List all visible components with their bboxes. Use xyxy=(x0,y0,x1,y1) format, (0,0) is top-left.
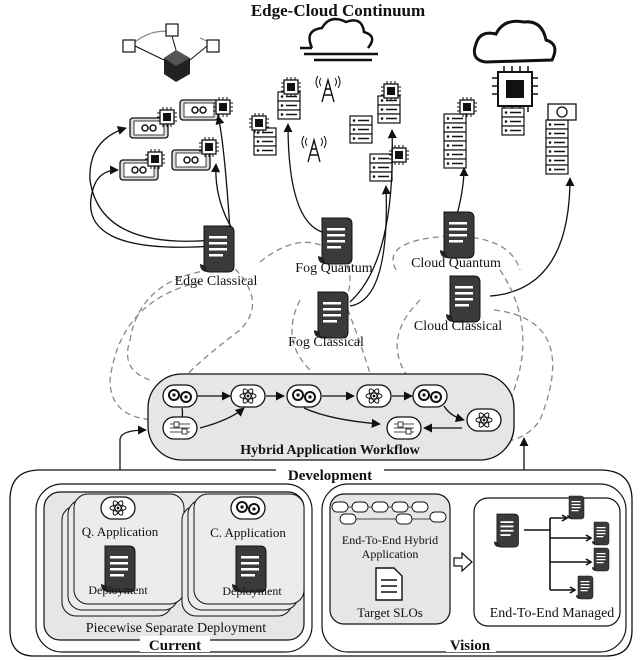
fog-server-icon xyxy=(277,91,301,120)
cloud-server-icon xyxy=(443,113,467,169)
managed-card xyxy=(473,495,621,627)
cloud-quantum-doc-icon xyxy=(439,211,475,259)
fog-server-icon xyxy=(377,95,401,124)
fog-quantum-arrows xyxy=(283,123,323,233)
cloud-quantum-label: Cloud Quantum xyxy=(411,256,501,271)
cloud-gpu-icon xyxy=(547,103,577,121)
target-slos-label: Target SLOs xyxy=(357,605,423,620)
cloud-classical-doc-icon xyxy=(445,275,481,323)
quantum-app-card xyxy=(61,493,185,617)
fog-quantum-doc-icon xyxy=(317,217,353,265)
current-label: Current xyxy=(149,638,201,654)
workflow-node-quantum xyxy=(230,384,266,408)
cloud-icon xyxy=(472,19,557,64)
edge-iot-cluster-icon xyxy=(122,23,220,82)
fog-server-icon xyxy=(369,153,393,182)
cloud-quantum-chip-icon xyxy=(456,96,478,118)
workflow-node-classical xyxy=(412,384,448,408)
c-deployment-label: Deployment xyxy=(222,584,282,598)
fog-classical-label: Fog Classical xyxy=(288,335,364,350)
edge-chip-icon xyxy=(144,148,166,170)
end-to-end-managed-label: End-To-End Managed xyxy=(490,606,615,621)
cloud-cpu-icon xyxy=(492,66,538,112)
edge-phone-icon xyxy=(179,99,219,121)
fog-server-icon xyxy=(253,127,277,156)
development-label: Development xyxy=(288,468,372,484)
edge-classical-doc-icon xyxy=(199,225,235,273)
cloud-classical-arrow xyxy=(489,177,575,297)
fog-quantum-label: Fog Quantum xyxy=(295,261,373,276)
workflow-node-classical xyxy=(162,384,198,408)
fog-chip-icon xyxy=(380,80,402,102)
workflow-node-circuit xyxy=(162,416,198,440)
cloud-server-icon xyxy=(545,119,569,175)
development-to-workflow-arrows xyxy=(119,425,529,470)
workflow-node-quantum xyxy=(356,384,392,408)
edge-chip-icon xyxy=(156,106,178,128)
fog-chip-icon xyxy=(248,112,270,134)
hybrid-app-label-line1: End-To-End Hybrid xyxy=(342,533,438,547)
workflow-node-circuit xyxy=(386,416,422,440)
fog-classical-arrows xyxy=(349,129,397,307)
classical-app-card xyxy=(181,493,305,617)
c-application-label: C. Application xyxy=(210,525,286,540)
cloud-classical-label: Cloud Classical xyxy=(414,319,502,334)
hybrid-app-card xyxy=(329,493,451,625)
fog-chip-icon xyxy=(280,76,302,98)
fog-cloud-icon xyxy=(300,17,378,62)
fog-tower-icon xyxy=(315,75,341,103)
vision-label: Vision xyxy=(450,638,491,654)
workflow-node-classical xyxy=(286,384,322,408)
hybrid-workflow-label: Hybrid Application Workflow xyxy=(240,443,420,458)
q-deployment-label: Deployment xyxy=(88,583,148,597)
fog-tower-icon xyxy=(301,135,327,163)
q-application-label: Q. Application xyxy=(82,524,159,539)
edge-chip-icon xyxy=(212,96,234,118)
edge-chip-icon xyxy=(198,136,220,158)
fog-classical-doc-icon xyxy=(313,291,349,339)
fog-server-icon xyxy=(349,115,373,144)
transform-arrow-icon xyxy=(453,551,473,573)
figure-title: Edge-Cloud Continuum xyxy=(251,1,425,20)
cloud-server-icon xyxy=(501,107,525,136)
edge-classical-label: Edge Classical xyxy=(175,274,258,289)
hybrid-app-label-line2: Application xyxy=(362,547,419,561)
cloud-quantum-arrow xyxy=(455,167,469,219)
slo-document-icon xyxy=(375,567,403,601)
workflow-node-quantum xyxy=(466,408,502,432)
piecewise-deployment-caption: Piecewise Separate Deployment xyxy=(86,621,266,636)
